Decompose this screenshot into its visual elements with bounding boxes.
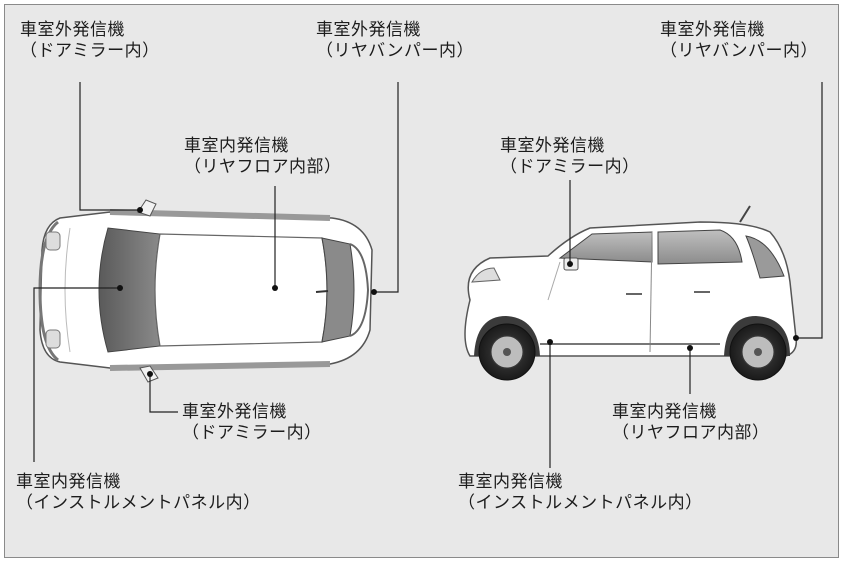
label-line: 車室外発信機 xyxy=(660,20,765,40)
label-line: 車室外発信機 xyxy=(316,20,421,40)
label-line: （インストルメントパネル内） xyxy=(458,493,703,513)
label-bottom-mirror: 車室外発信機 （ドアミラー内） xyxy=(182,402,322,444)
label-line: （リヤバンパー内） xyxy=(316,41,475,61)
label-line: 車室外発信機 xyxy=(182,402,287,422)
label-top-mid-rear-bumper: 車室外発信機 （リヤバンパー内） xyxy=(316,20,474,62)
label-line: （リヤバンパー内） xyxy=(660,41,819,61)
label-side-rear-floor: 車室内発信機 （リヤフロア内部） xyxy=(612,402,770,444)
label-top-right-rear-bumper: 車室外発信機 （リヤバンパー内） xyxy=(660,20,818,62)
label-line: （ドアミラー内） xyxy=(20,41,160,61)
label-side-mirror: 車室外発信機 （ドアミラー内） xyxy=(500,136,640,178)
label-line: （インストルメントパネル内） xyxy=(16,493,261,513)
marker-dots xyxy=(117,207,799,377)
label-center-rear-floor: 車室内発信機 （リヤフロア内部） xyxy=(184,136,342,178)
label-line: （リヤフロア内部） xyxy=(184,157,342,177)
label-line: 車室内発信機 xyxy=(458,472,563,492)
label-line: 車室内発信機 xyxy=(612,402,717,422)
label-line: （ドアミラー内） xyxy=(182,423,322,443)
label-line: （リヤフロア内部） xyxy=(612,423,770,443)
label-line: 車室外発信機 xyxy=(20,20,125,40)
label-side-instrument-panel: 車室内発信機 （インストルメントパネル内） xyxy=(458,472,703,514)
car-side-view xyxy=(464,205,798,381)
label-line: 車室内発信機 xyxy=(184,136,289,156)
label-line: （ドアミラー内） xyxy=(500,157,640,177)
car-top-view xyxy=(38,199,373,383)
label-top-left-mirror: 車室外発信機 （ドアミラー内） xyxy=(20,20,160,62)
label-left-instrument-panel: 車室内発信機 （インストルメントパネル内） xyxy=(16,472,261,514)
leader-lines xyxy=(33,82,823,468)
label-line: 車室内発信機 xyxy=(16,472,121,492)
label-line: 車室外発信機 xyxy=(500,136,605,156)
